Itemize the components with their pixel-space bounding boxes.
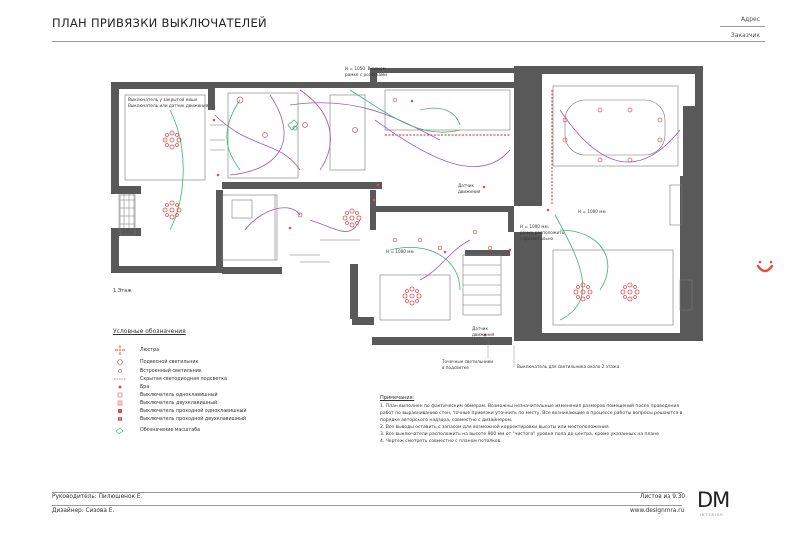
legend-item: Бра (140, 385, 150, 390)
led-strips (385, 90, 553, 205)
pass-double-switch-icon (118, 417, 122, 421)
manager-label: Руководитель: Пилюшенок Е. (52, 494, 143, 500)
legend-item: Выключатель двухклавишный (140, 401, 218, 406)
title-rule (52, 41, 765, 42)
double-switch-icon (117, 400, 123, 406)
plan-note: рамке с розетками (345, 72, 387, 77)
client-label: Заказчик (730, 32, 760, 39)
interior-lines (119, 85, 693, 326)
floor-label: 1 Этаж (113, 288, 132, 294)
plan-note: Выключатель у закрытой нише (128, 97, 198, 102)
scale-icon (115, 427, 124, 435)
pass-switch-icon (118, 409, 122, 413)
header-rule (720, 26, 765, 27)
legend-item: Выключатель одноклавишный (140, 393, 218, 398)
note-item: 2. Все выводы оставить с запасом для воз… (380, 425, 610, 430)
note-item: 4. Чертеж смотреть совместно с планом по… (380, 439, 502, 444)
chandeliers (162, 130, 640, 306)
wiring (169, 89, 681, 321)
plan-note: в подсветке (442, 365, 469, 370)
logo-sub: INTERIOR (700, 513, 724, 517)
legend-item: Встроенный светильник (140, 369, 202, 374)
legend-item: Выключатель проходной одноклавишный (140, 409, 247, 414)
single-switch-icon (117, 392, 123, 398)
plan-note: Датчик (458, 183, 474, 188)
plan-note: движения (458, 189, 481, 194)
legend-item: Обозначение масштаба (140, 428, 201, 433)
plan-note: горизонтально (520, 236, 554, 241)
footer-rule (52, 492, 682, 493)
plan-note: Выключатель или датчик движения (128, 103, 209, 108)
address-label: Адрес (740, 16, 760, 23)
outside-stairs (118, 194, 135, 228)
spot-light-icon (118, 369, 122, 373)
logo-mark: DM (697, 488, 730, 512)
note-item: 3. Все выключатели расположить на высоте… (380, 432, 659, 437)
footer-rule (52, 505, 682, 506)
led-strip-icon (114, 378, 126, 380)
smile-icon[interactable] (755, 258, 775, 278)
switch-marks (212, 99, 550, 337)
plan-note: H = 1000 мм, (520, 224, 549, 229)
legend-item: Скрытая светодиодная подсветка (140, 377, 227, 382)
legend-item: Подвесной светильник (140, 360, 199, 365)
legend-title: Условные обозначения (113, 328, 186, 335)
legend-item: Люстра (140, 348, 160, 353)
notes-block: Примечания: 1. План выполнен по фактичес… (380, 395, 690, 445)
pendant-light-icon (117, 359, 123, 365)
wall-lamp-icon (118, 385, 122, 389)
legend-item: Выключатель проходной двухклавишный (140, 417, 247, 422)
plan-note: H = 1000 мм (578, 209, 606, 214)
plan-note: H = 1000 мм (386, 249, 414, 254)
plan-note: Датчик (472, 326, 488, 331)
plan-note: рамку расположить (520, 230, 565, 235)
scale-symbol (287, 119, 299, 131)
spot-lights (236, 96, 663, 251)
plan-note: H = 1050. В одном (345, 66, 386, 71)
notes-heading: Примечания: (380, 395, 415, 401)
designer-label: Дизайнер: Сизова Е. (52, 508, 115, 514)
walls (111, 66, 703, 345)
page-title: ПЛАН ПРИВЯЗКИ ВЫКЛЮЧАТЕЛЕЙ (52, 16, 267, 30)
plan-note: Точечные светильники (441, 359, 493, 364)
plan-note: Выключатель для светильника около 2 этаж… (517, 364, 620, 369)
note-item: 1. План выполнен по фактическим обмерам.… (380, 404, 683, 423)
sheet-count: Листов из 9.30 (640, 494, 686, 500)
site-link[interactable]: www.designmra.ru (630, 508, 685, 514)
chandelier-icon (115, 345, 125, 355)
plan-note: движения (472, 332, 495, 337)
